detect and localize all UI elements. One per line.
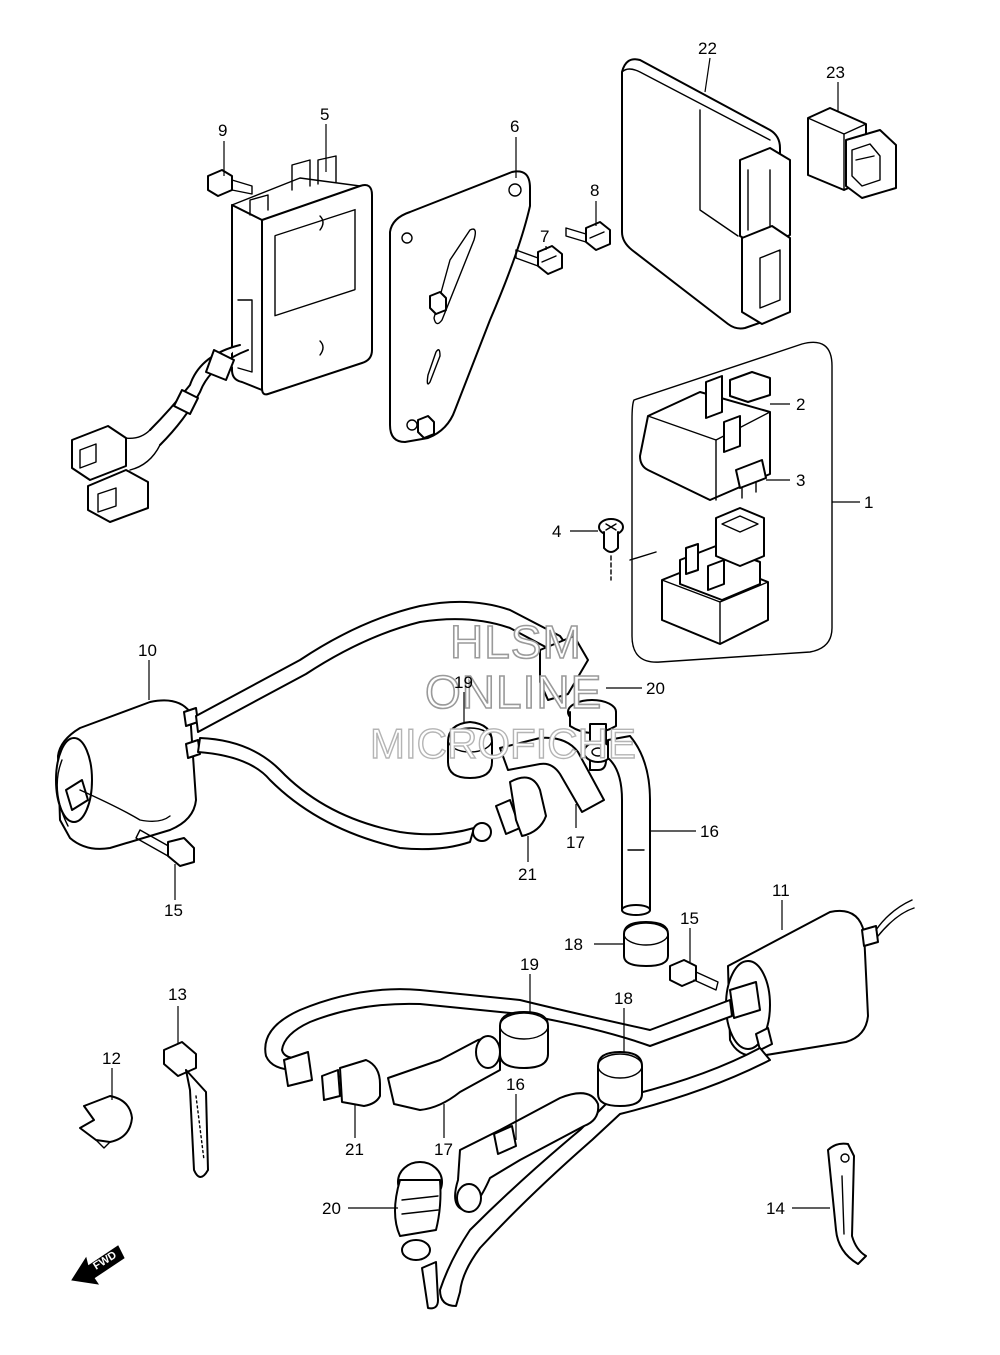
callout-4[interactable]: 4 xyxy=(552,522,561,541)
part-regulator-rectifier[interactable] xyxy=(71,155,373,523)
part-band[interactable] xyxy=(827,1142,867,1265)
part-clamp[interactable] xyxy=(79,1095,133,1149)
part-ignition-coil-10[interactable] xyxy=(55,600,571,851)
part-seal-19-lower[interactable] xyxy=(499,1011,549,1069)
part-bolt-15-upper[interactable] xyxy=(135,829,195,867)
part-bolt-15-lower[interactable] xyxy=(669,959,719,991)
part-hose-16-lower[interactable] xyxy=(454,1092,600,1213)
callout-16-upper[interactable]: 16 xyxy=(700,822,719,841)
callout-18-lower[interactable]: 18 xyxy=(614,989,633,1008)
part-starter-relay-assembly[interactable] xyxy=(629,341,833,663)
part-ignition-coil-11[interactable] xyxy=(725,899,915,1058)
callout-14[interactable]: 14 xyxy=(766,1199,785,1218)
callout-11[interactable]: 11 xyxy=(772,881,790,900)
part-hose-16-upper[interactable] xyxy=(607,735,651,916)
part-screw-4[interactable] xyxy=(598,518,624,581)
callout-1[interactable]: 1 xyxy=(864,493,873,512)
callout-6[interactable]: 6 xyxy=(510,117,519,136)
part-plug-cap-20-upper[interactable] xyxy=(539,635,617,771)
callout-17-lower[interactable]: 17 xyxy=(434,1140,453,1159)
part-bolt-8[interactable] xyxy=(565,221,611,251)
callout-7[interactable]: 7 xyxy=(540,227,549,246)
callout-3[interactable]: 3 xyxy=(796,471,805,490)
part-plug-cap-20-lower[interactable] xyxy=(394,1161,443,1261)
callout-13[interactable]: 13 xyxy=(168,985,187,1004)
callout-12[interactable]: 12 xyxy=(102,1049,121,1068)
fwd-arrow-icon: FWD xyxy=(71,1245,125,1285)
watermark-line-3: MICROFICHE xyxy=(370,720,636,767)
callout-15-upper[interactable]: 15 xyxy=(164,901,183,920)
watermark-line-1: HLSM xyxy=(450,616,582,668)
callout-23[interactable]: 23 xyxy=(826,63,845,82)
callout-17-upper[interactable]: 17 xyxy=(566,833,585,852)
part-bracket[interactable] xyxy=(389,170,531,443)
watermark-line-2: ONLINE xyxy=(425,666,602,718)
part-ring-18-upper[interactable] xyxy=(623,921,669,967)
part-elbow-17-lower[interactable] xyxy=(387,1035,501,1111)
callout-22[interactable]: 22 xyxy=(698,39,717,58)
watermark: HLSM ONLINE MICROFICHE xyxy=(369,615,636,768)
part-cable-tie[interactable] xyxy=(163,1041,209,1178)
part-grommet-21-upper[interactable] xyxy=(495,776,547,837)
callout-19-lower[interactable]: 19 xyxy=(520,955,539,974)
callout-16-lower[interactable]: 16 xyxy=(506,1075,525,1094)
callout-21-lower[interactable]: 21 xyxy=(345,1140,364,1159)
callout-20-upper[interactable]: 20 xyxy=(646,679,665,698)
part-bolt-9[interactable] xyxy=(207,169,253,197)
part-seal-19-upper[interactable] xyxy=(447,721,493,779)
leader-lines xyxy=(111,57,860,1209)
callout-8[interactable]: 8 xyxy=(590,181,599,200)
callout-numbers: 5 9 6 8 7 22 23 2 3 1 4 10 19 20 17 16 2… xyxy=(102,39,873,1218)
callout-5[interactable]: 5 xyxy=(320,105,329,124)
part-bolt-7[interactable] xyxy=(515,245,563,275)
callout-21-upper[interactable]: 21 xyxy=(518,865,537,884)
callout-19-upper[interactable]: 19 xyxy=(454,673,473,692)
callout-18-upper[interactable]: 18 xyxy=(564,935,583,954)
callout-20-lower[interactable]: 20 xyxy=(322,1199,341,1218)
callout-9[interactable]: 9 xyxy=(218,121,227,140)
callout-10[interactable]: 10 xyxy=(138,641,157,660)
part-grommet-21-lower[interactable] xyxy=(321,1059,381,1107)
part-ring-18-lower[interactable] xyxy=(597,1051,643,1107)
callout-2[interactable]: 2 xyxy=(796,395,805,414)
part-connector-23[interactable] xyxy=(807,107,897,199)
part-ecm-unit[interactable] xyxy=(621,58,791,330)
callout-15-lower[interactable]: 15 xyxy=(680,909,699,928)
